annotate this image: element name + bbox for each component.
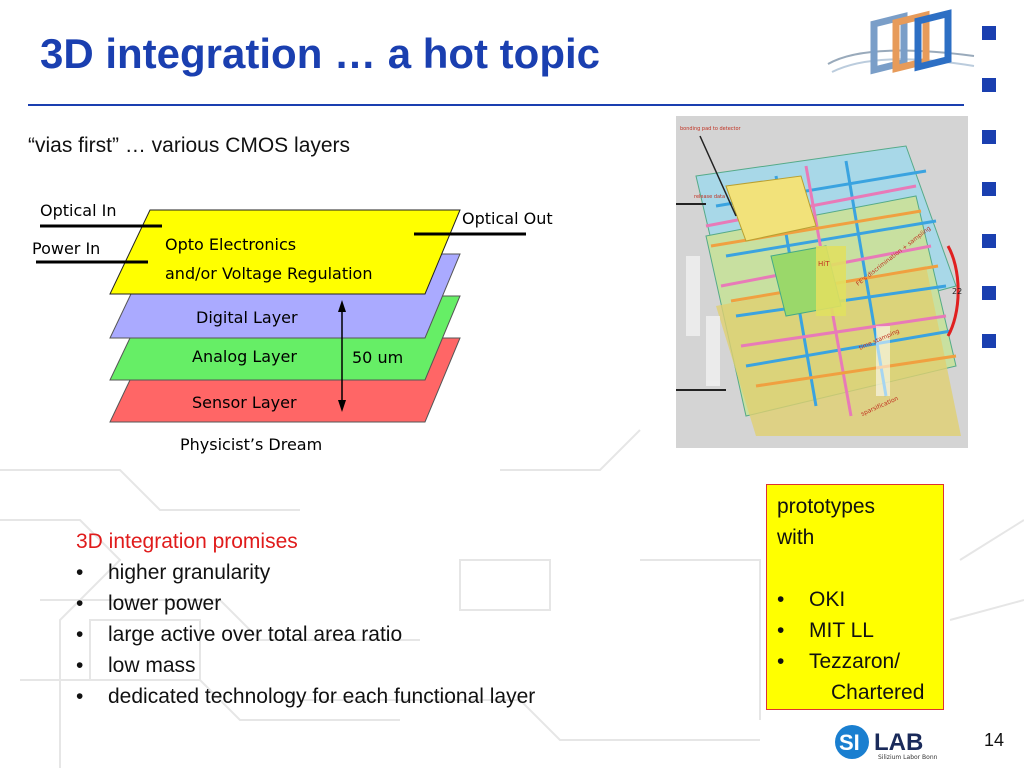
prototype-item-continuation: Chartered [831, 681, 925, 704]
page-number: 14 [984, 730, 1005, 750]
slide-subtitle: “vias first” … various CMOS layers [28, 134, 351, 157]
bullet: • [76, 592, 84, 615]
optical-in-label: Optical In [40, 201, 116, 220]
list-item: • large active over total area ratio [76, 619, 535, 650]
slide-title: 3D integration … a hot topic [40, 30, 601, 77]
prototypes-box: prototypes with • OKI • MIT LL • Tezzaro… [766, 484, 944, 710]
list-item: • higher granularity [76, 557, 535, 588]
layer-stack-diagram: Optical In Power In Optical Out Opto Ele… [32, 201, 553, 454]
square-decoration [982, 78, 996, 92]
square-decoration [982, 26, 996, 40]
list-item: • Tezzaron/ [777, 646, 933, 677]
spacer [777, 553, 933, 584]
list-item: • OKI [777, 584, 933, 615]
chip-label-num: 22 [952, 287, 962, 296]
square-decoration [982, 234, 996, 248]
prototype-item: MIT LL [809, 619, 874, 642]
thickness-label: 50 um [352, 348, 403, 367]
promises-list: 3D integration promises • higher granula… [76, 526, 535, 712]
prototypes-line1: prototypes [777, 495, 876, 518]
square-decoration [982, 182, 996, 196]
opto-layer [109, 209, 461, 295]
arrow-head-down [338, 400, 346, 412]
optical-out-label: Optical Out [462, 209, 553, 228]
logo-si-text: SI [839, 730, 860, 755]
bullet: • [777, 650, 785, 673]
power-in-label: Power In [32, 239, 100, 258]
arrow-head-up [338, 300, 346, 312]
title-divider [28, 104, 964, 106]
chip-layout-image: bonding pad to detector release data HiT… [676, 116, 968, 448]
opto-label-line1: Opto Electronics [165, 235, 296, 254]
diagram-caption: Physicist’s Dream [180, 435, 322, 454]
promise-item: lower power [108, 592, 222, 615]
bullet: • [76, 654, 84, 677]
promise-item: dedicated technology for each functional… [108, 685, 536, 708]
logo-subtext: Silizium Labor Bonn [878, 754, 938, 761]
prototype-item: Tezzaron/ [809, 650, 901, 673]
chip-label-hit: HiT [818, 260, 830, 268]
promises-heading: 3D integration promises [76, 530, 298, 553]
list-item: • MIT LL [777, 615, 933, 646]
list-item: • dedicated technology for each function… [76, 681, 535, 712]
bullet: • [76, 561, 84, 584]
bullet: • [76, 623, 84, 646]
prototype-item: OKI [809, 588, 846, 611]
list-item: • lower power [76, 588, 535, 619]
sensor-label: Sensor Layer [192, 393, 297, 412]
bullet: • [777, 619, 785, 642]
bullet: • [76, 685, 84, 708]
chip-label-bonding: bonding pad to detector [680, 126, 742, 132]
promise-item: low mass [108, 654, 196, 677]
analog-label: Analog Layer [192, 347, 297, 366]
opto-label-line2: and/or Voltage Regulation [165, 264, 372, 283]
chip-label-release: release data [694, 194, 725, 200]
list-item: • low mass [76, 650, 535, 681]
silab-logo: SI LAB Silizium Labor Bonn [835, 725, 938, 761]
square-decoration [982, 334, 996, 348]
frames-logo [827, 9, 975, 75]
prototypes-line2: with [777, 526, 815, 549]
promise-item: higher granularity [108, 561, 271, 584]
logo-lab-text: LAB [874, 729, 923, 756]
promise-item: large active over total area ratio [108, 623, 403, 646]
square-decoration [982, 286, 996, 300]
square-decoration [982, 130, 996, 144]
digital-label: Digital Layer [196, 308, 298, 327]
bullet: • [777, 588, 785, 611]
